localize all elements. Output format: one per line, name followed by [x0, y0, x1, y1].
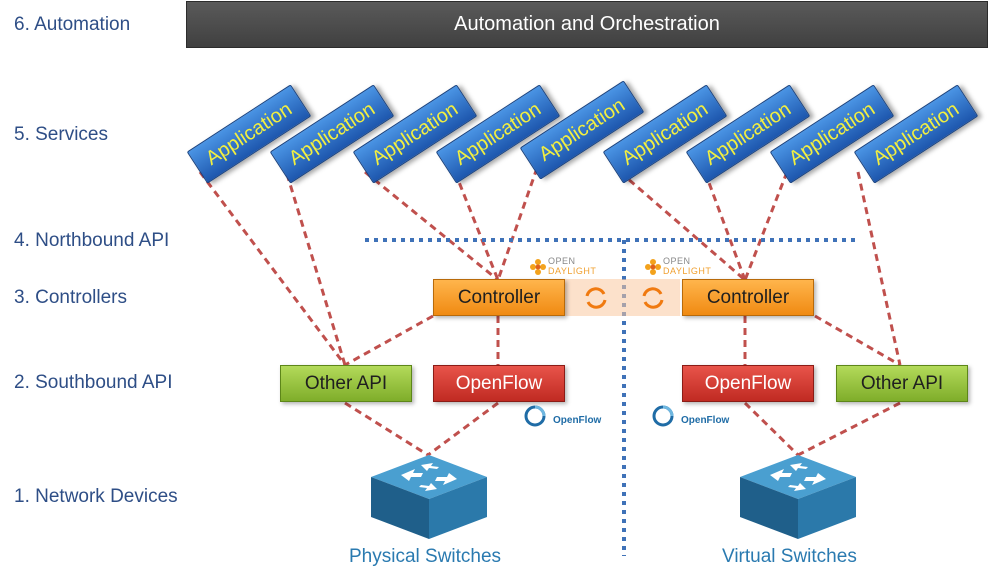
- automation-orchestration-bar: Automation and Orchestration: [186, 1, 988, 48]
- link-app9-right-other-api: [856, 171, 902, 366]
- virtual-switches-label: Virtual Switches: [722, 546, 857, 567]
- virtual-switch-icon: [740, 455, 856, 539]
- openflow-logo-right: OpenFlow: [652, 405, 732, 429]
- layer-label-controllers: 3. Controllers: [14, 287, 127, 308]
- other-api-left: Other API: [280, 365, 412, 402]
- sync-icon-right: [642, 287, 664, 309]
- layer-label-network-devices: 1. Network Devices: [14, 486, 178, 507]
- opendaylight-flower-icon: [645, 259, 661, 275]
- sync-icon-left: [585, 287, 607, 309]
- link-right-controller-right-other-api: [814, 314, 901, 367]
- controller-sync-band: [565, 279, 680, 316]
- openflow-right: OpenFlow: [682, 365, 814, 402]
- openflow-swirl-icon: [524, 405, 546, 427]
- link-app3-left-controller: [364, 170, 499, 282]
- opendaylight-text-daylight: DAYLIGHT: [548, 266, 597, 276]
- opendaylight-text-open: OPEN: [663, 256, 691, 266]
- link-right-openflow-virtual-switch: [743, 401, 800, 457]
- link-app5-left-controller: [496, 167, 539, 281]
- link-app4-left-controller: [453, 171, 500, 281]
- openflow-swirl-icon: [652, 405, 674, 427]
- openflow-left: OpenFlow: [433, 365, 565, 402]
- opendaylight-flower-icon: [530, 259, 546, 275]
- link-app2-left-other-api: [285, 173, 347, 366]
- layer-label-northbound-api: 4. Northbound API: [14, 230, 170, 251]
- physical-switches-label: Physical Switches: [349, 546, 502, 567]
- openflow-logo-text: OpenFlow: [553, 415, 602, 426]
- link-left-openflow-physical-switch: [427, 401, 499, 457]
- opendaylight-logo-right: OPEN DAYLIGHT: [645, 256, 715, 278]
- opendaylight-text-daylight: DAYLIGHT: [663, 266, 712, 276]
- openflow-logo-left: OpenFlow: [524, 405, 604, 429]
- layer-label-services: 5. Services: [14, 124, 108, 145]
- link-app6-right-controller: [619, 170, 746, 282]
- controller-right: Controller: [682, 279, 814, 316]
- other-api-right: Other API: [836, 365, 968, 402]
- layer-label-automation: 6. Automation: [14, 14, 131, 35]
- link-right-other-api-virtual-switch: [797, 401, 901, 457]
- link-app1-left-other-api: [198, 171, 347, 366]
- physical-switch-icon: [371, 455, 487, 539]
- controller-left: Controller: [433, 279, 565, 316]
- opendaylight-text-open: OPEN: [548, 256, 576, 266]
- link-left-other-api-physical-switch: [344, 401, 429, 457]
- opendaylight-logo-left: OPEN DAYLIGHT: [530, 256, 600, 278]
- layer-label-southbound-api: 2. Southbound API: [14, 372, 173, 393]
- openflow-logo-text: OpenFlow: [681, 415, 730, 426]
- link-app8-right-controller: [743, 171, 789, 281]
- link-left-controller-left-other-api: [344, 314, 434, 367]
